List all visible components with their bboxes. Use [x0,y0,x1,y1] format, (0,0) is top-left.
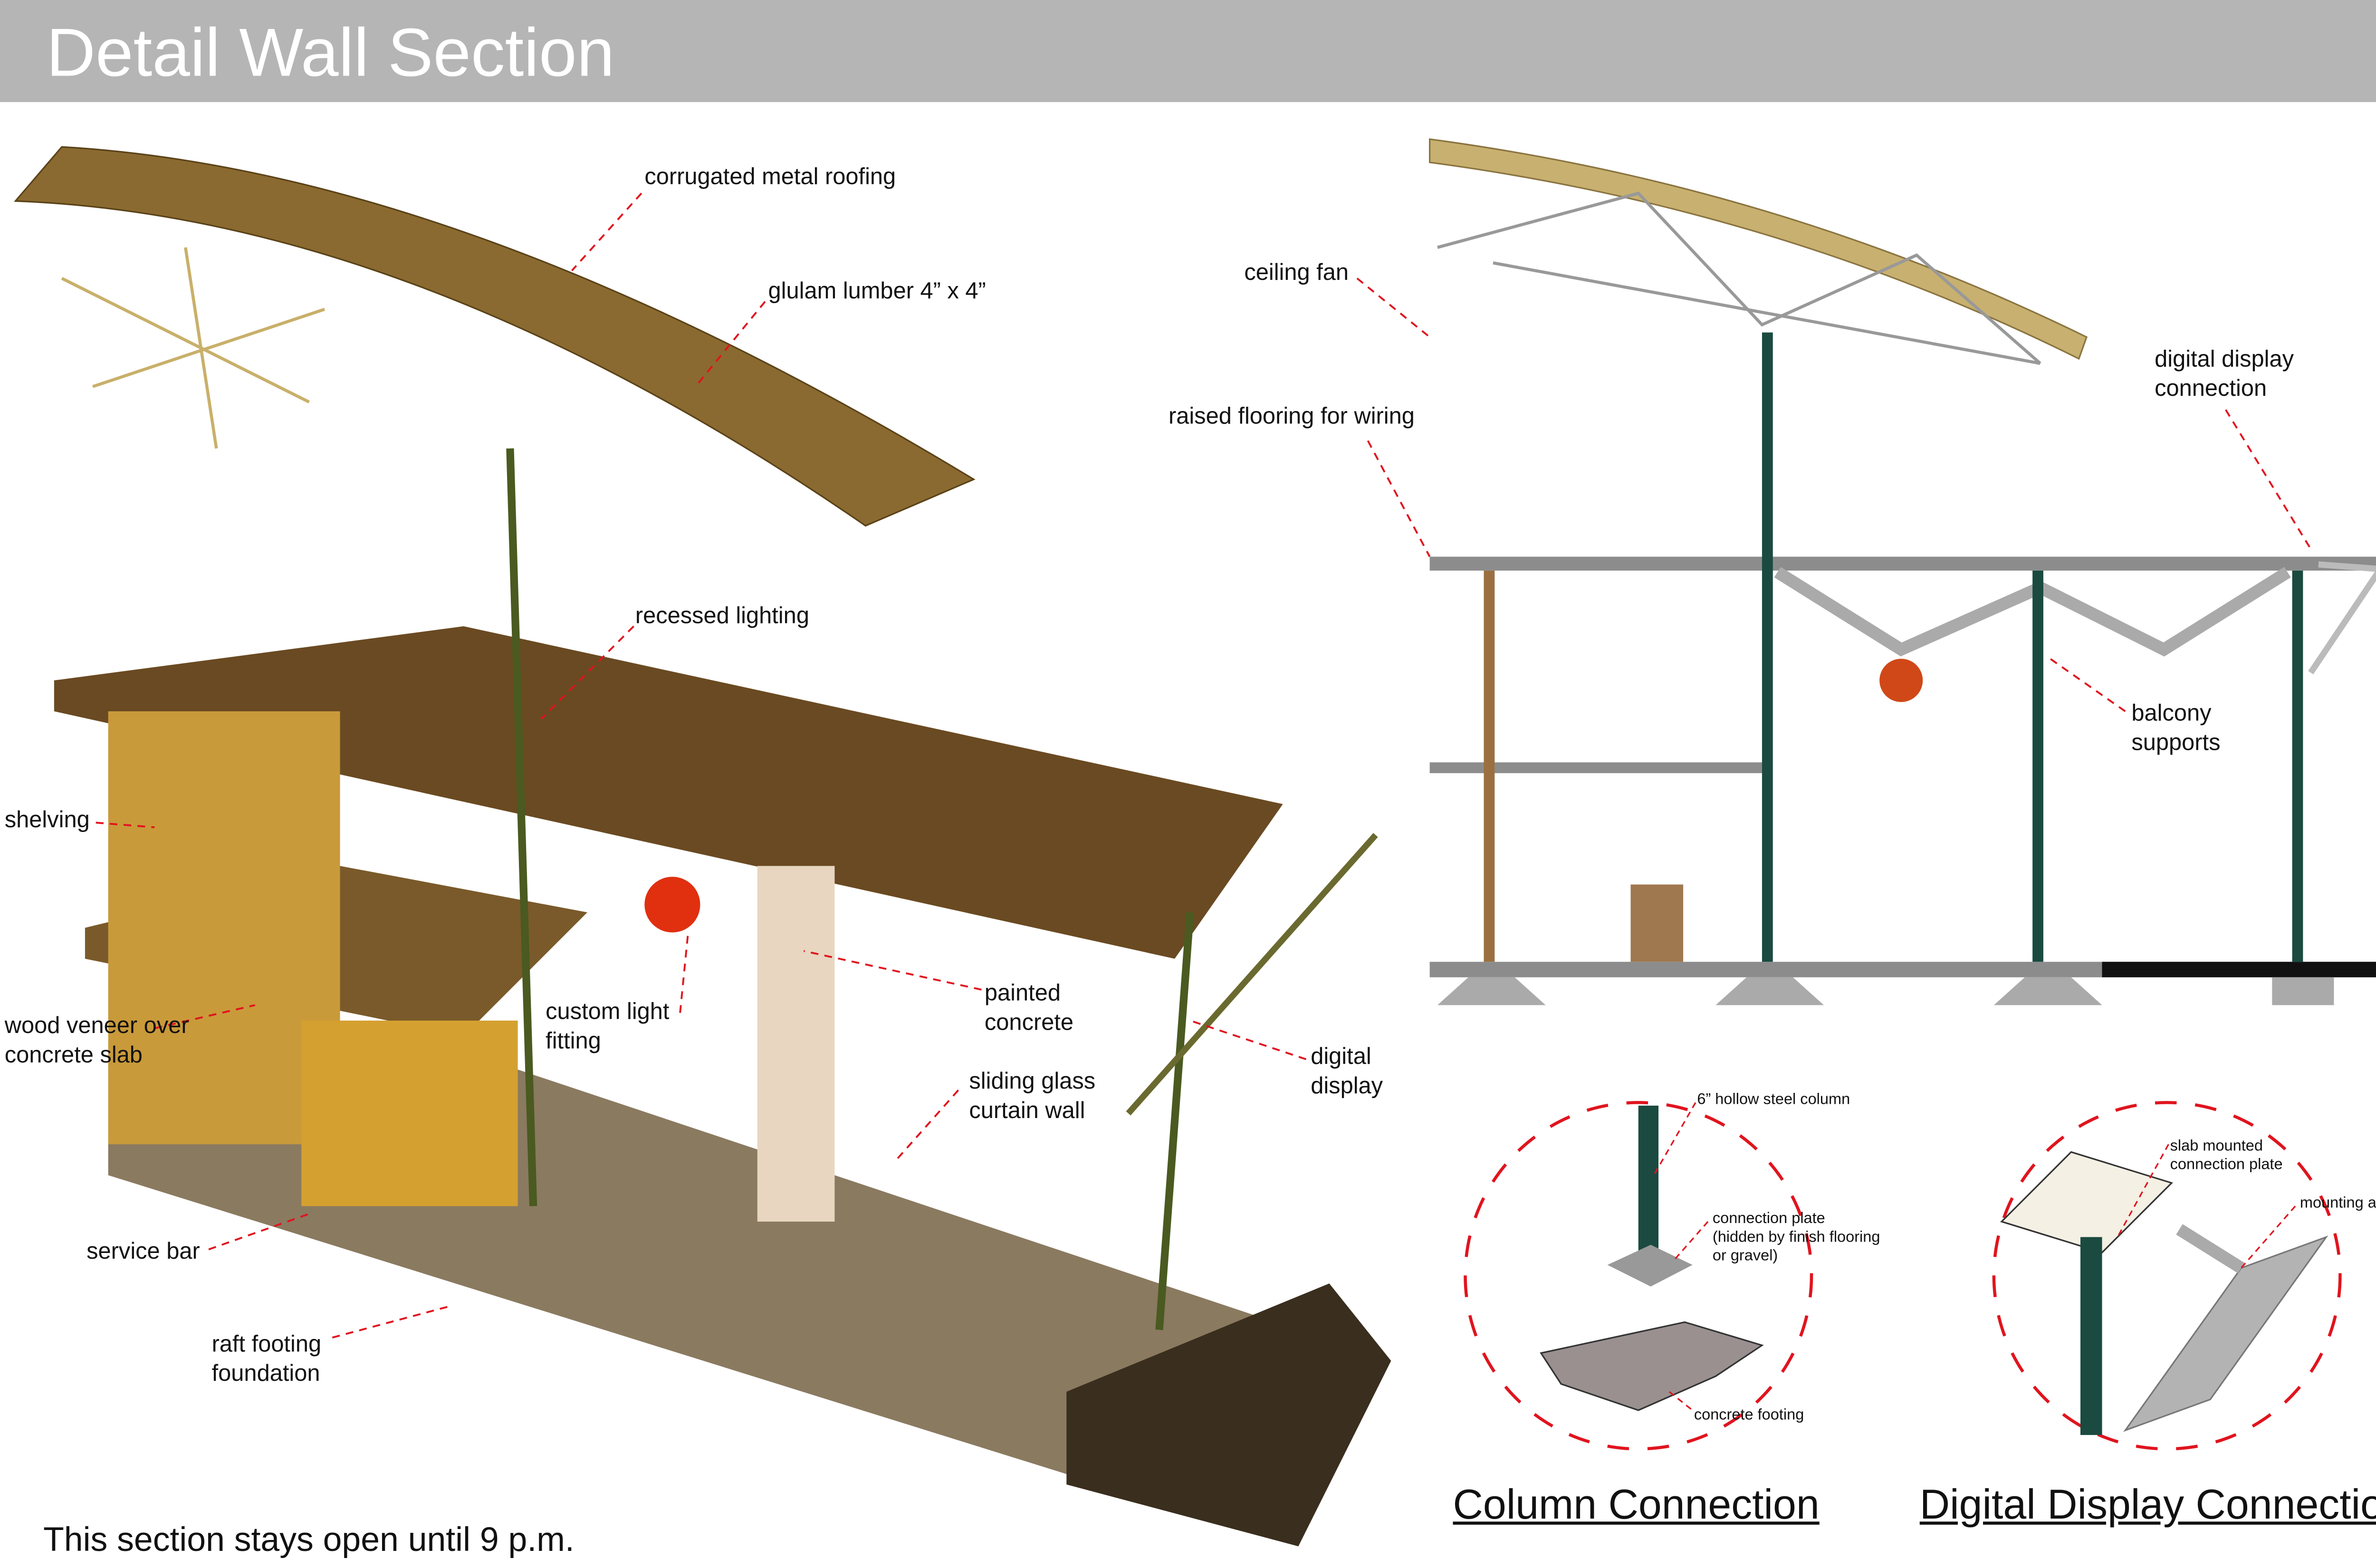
label-sliding-glass-2: curtain wall [969,1098,1085,1124]
label-connection-plate: connection plate [1712,1211,1825,1228]
label-recessed-lighting: recessed lighting [635,603,809,630]
column-connection-title: Column Connection [1453,1481,1820,1528]
label-digital-display-connection-2: connection [2155,375,2267,402]
planting [1066,1283,1391,1547]
section-roof [1429,138,2088,360]
service-bar [301,1020,518,1206]
roof [14,146,976,527]
custom-light [644,877,700,933]
ceiling-fan [61,247,326,449]
label-connection-plate-note-2: or gravel) [1712,1248,1778,1265]
page-title: Detail Wall Section [46,15,615,92]
perspective-render [14,146,1391,1547]
label-wood-veneer-1: wood veneer over [4,1013,189,1039]
label-painted-concrete-1: painted [984,980,1061,1007]
column-connection-detail [1464,1101,1813,1451]
label-mounting-arm: mounting arm [2299,1195,2376,1213]
label-service-bar: service bar [86,1238,200,1265]
leader-lines [96,192,2312,1339]
label-digital-display-1: digital [1311,1043,1371,1071]
label-custom-light-2: fitting [546,1028,601,1055]
label-concrete-footing: concrete footing [1694,1407,1804,1425]
footer-note: This section stays open until 9 p.m. [43,1520,575,1559]
label-wood-veneer-2: concrete slab [4,1042,143,1069]
label-corrugated-metal-roofing: corrugated metal roofing [644,163,896,191]
label-sliding-glass-1: sliding glass [969,1068,1096,1095]
display-connection-title: Digital Display Connection [1919,1481,2376,1528]
label-raised-flooring: raised flooring for wiring [1168,403,1415,430]
section-elevation [1429,138,2376,1005]
label-balcony-supports-1: balcony [2131,700,2212,727]
upper-floor-slab [54,626,1283,959]
label-balcony-supports-2: supports [2131,730,2221,756]
label-hollow-steel-column: 6” hollow steel column [1697,1091,1850,1109]
label-connection-plate-note-1: (hidden by finish flooring [1712,1229,1880,1247]
label-raft-footing-1: raft footing [211,1331,322,1358]
label-glulam-lumber: glulam lumber 4” x 4” [768,278,986,305]
label-slab-connection-plate: connection plate [2170,1157,2283,1174]
label-painted-concrete-2: concrete [984,1010,1074,1036]
header-bar: Detail Wall Section [0,0,2376,102]
label-slab-mounted: slab mounted [2170,1138,2263,1156]
label-digital-display-2: display [1311,1073,1383,1100]
label-digital-display-connection-1: digital display [2155,346,2294,373]
label-ceiling-fan: ceiling fan [1244,259,1349,287]
display-connection-detail [1992,1101,2342,1451]
label-custom-light-1: custom light [546,999,670,1025]
label-raft-footing-2: foundation [211,1360,320,1387]
wall-left [108,711,340,1145]
column-painted-concrete [757,866,835,1222]
label-shelving: shelving [4,807,90,834]
